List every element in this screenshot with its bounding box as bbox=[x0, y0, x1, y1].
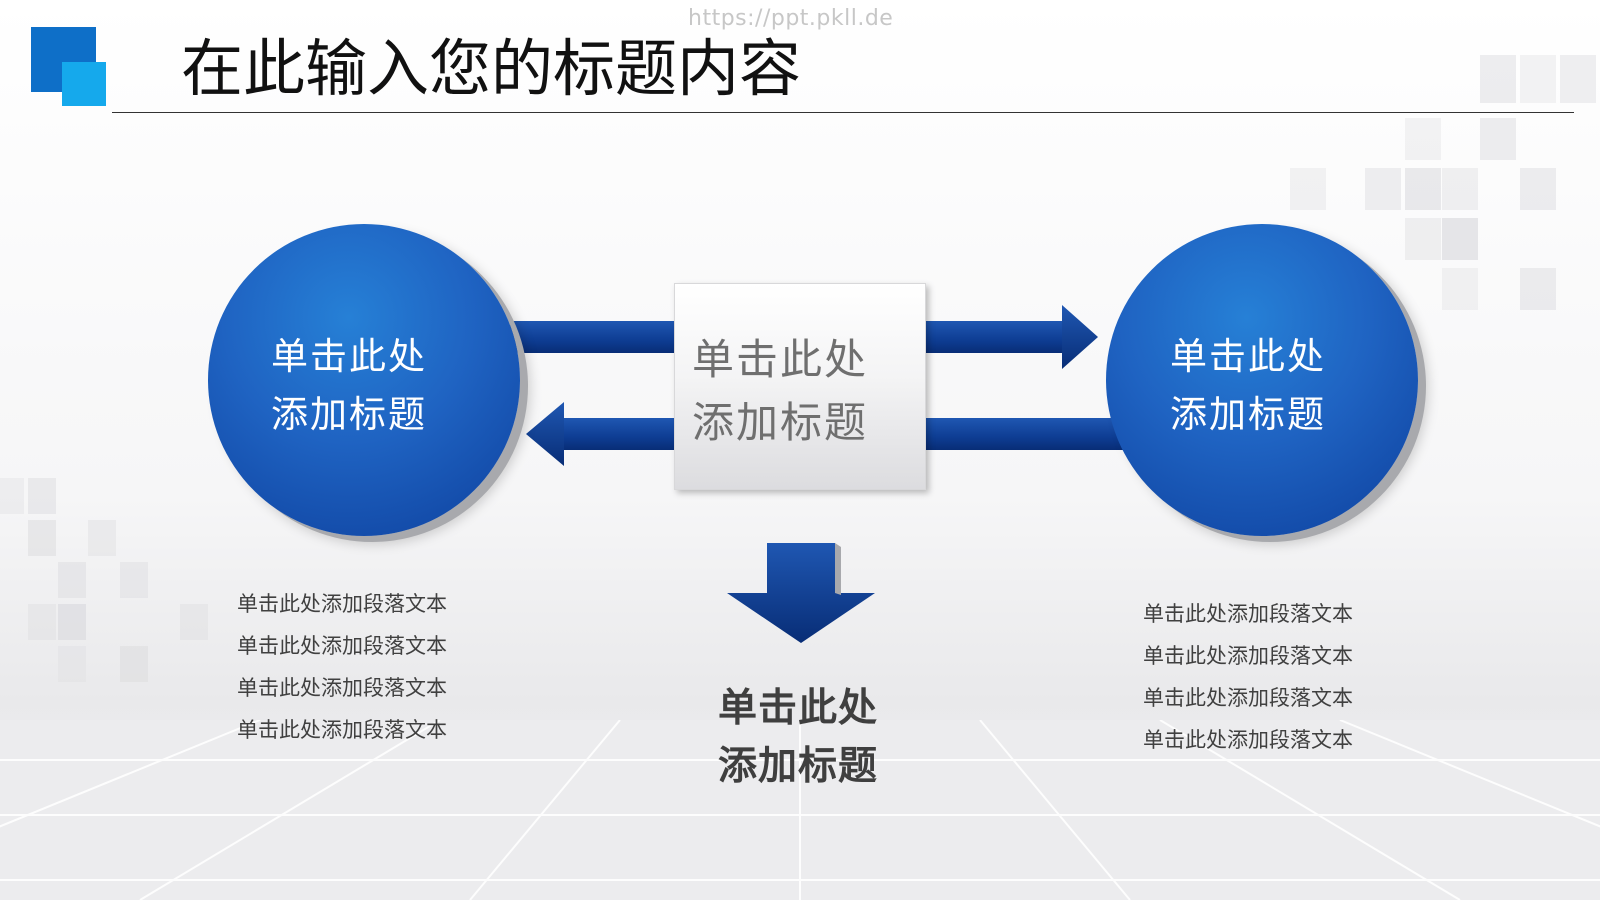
left-circle-line2: 添加标题 bbox=[271, 393, 427, 436]
center-box[interactable] bbox=[674, 283, 926, 490]
right-circle-line1: 单击此处 bbox=[1170, 335, 1326, 378]
arrow-shaft-top-right bbox=[924, 321, 1069, 353]
title-divider bbox=[112, 112, 1574, 113]
left-circle-line1: 单击此处 bbox=[271, 335, 427, 378]
center-box-line1: 单击此处 bbox=[692, 335, 869, 384]
right-paragraph-4: 单击此处添加段落文本 bbox=[1143, 728, 1353, 752]
bottom-heading-line2: 添加标题 bbox=[718, 744, 879, 789]
right-paragraph-3: 单击此处添加段落文本 bbox=[1143, 686, 1353, 710]
left-circle[interactable] bbox=[208, 224, 520, 536]
right-circle[interactable] bbox=[1106, 224, 1418, 536]
left-paragraph-1: 单击此处添加段落文本 bbox=[237, 592, 447, 616]
left-paragraph-4: 单击此处添加段落文本 bbox=[237, 718, 447, 742]
left-circle-label[interactable]: 单击此处 添加标题 bbox=[271, 328, 427, 444]
right-circle-label[interactable]: 单击此处 添加标题 bbox=[1170, 328, 1326, 444]
watermark-url: https://ppt.pkll.de bbox=[688, 6, 894, 31]
left-paragraph-3: 单击此处添加段落文本 bbox=[237, 676, 447, 700]
right-circle-line2: 添加标题 bbox=[1170, 393, 1326, 436]
center-box-label[interactable]: 单击此处 添加标题 bbox=[692, 328, 868, 454]
arrow-shaft-bottom-left bbox=[560, 418, 676, 450]
right-paragraph-2: 单击此处添加段落文本 bbox=[1143, 644, 1353, 668]
arrow-right-head bbox=[1062, 305, 1098, 369]
center-box-line2: 添加标题 bbox=[692, 398, 869, 447]
floor-background bbox=[0, 720, 1600, 900]
page-title[interactable]: 在此输入您的标题内容 bbox=[181, 32, 802, 105]
left-paragraph-list[interactable]: 单击此处添加段落文本 单击此处添加段落文本 单击此处添加段落文本 单击此处添加段… bbox=[237, 583, 447, 751]
arrow-left-head bbox=[526, 402, 564, 466]
arrow-shaft-top-left bbox=[510, 321, 676, 353]
arrow-down bbox=[727, 543, 875, 643]
bottom-heading-line1: 单击此处 bbox=[718, 686, 879, 731]
bottom-heading[interactable]: 单击此处 添加标题 bbox=[718, 680, 878, 796]
logo-square-small bbox=[62, 62, 106, 106]
arrow-shaft-bottom-right bbox=[924, 418, 1124, 450]
right-paragraph-1: 单击此处添加段落文本 bbox=[1143, 602, 1353, 626]
right-paragraph-list[interactable]: 单击此处添加段落文本 单击此处添加段落文本 单击此处添加段落文本 单击此处添加段… bbox=[1143, 593, 1353, 761]
left-paragraph-2: 单击此处添加段落文本 bbox=[237, 634, 447, 658]
